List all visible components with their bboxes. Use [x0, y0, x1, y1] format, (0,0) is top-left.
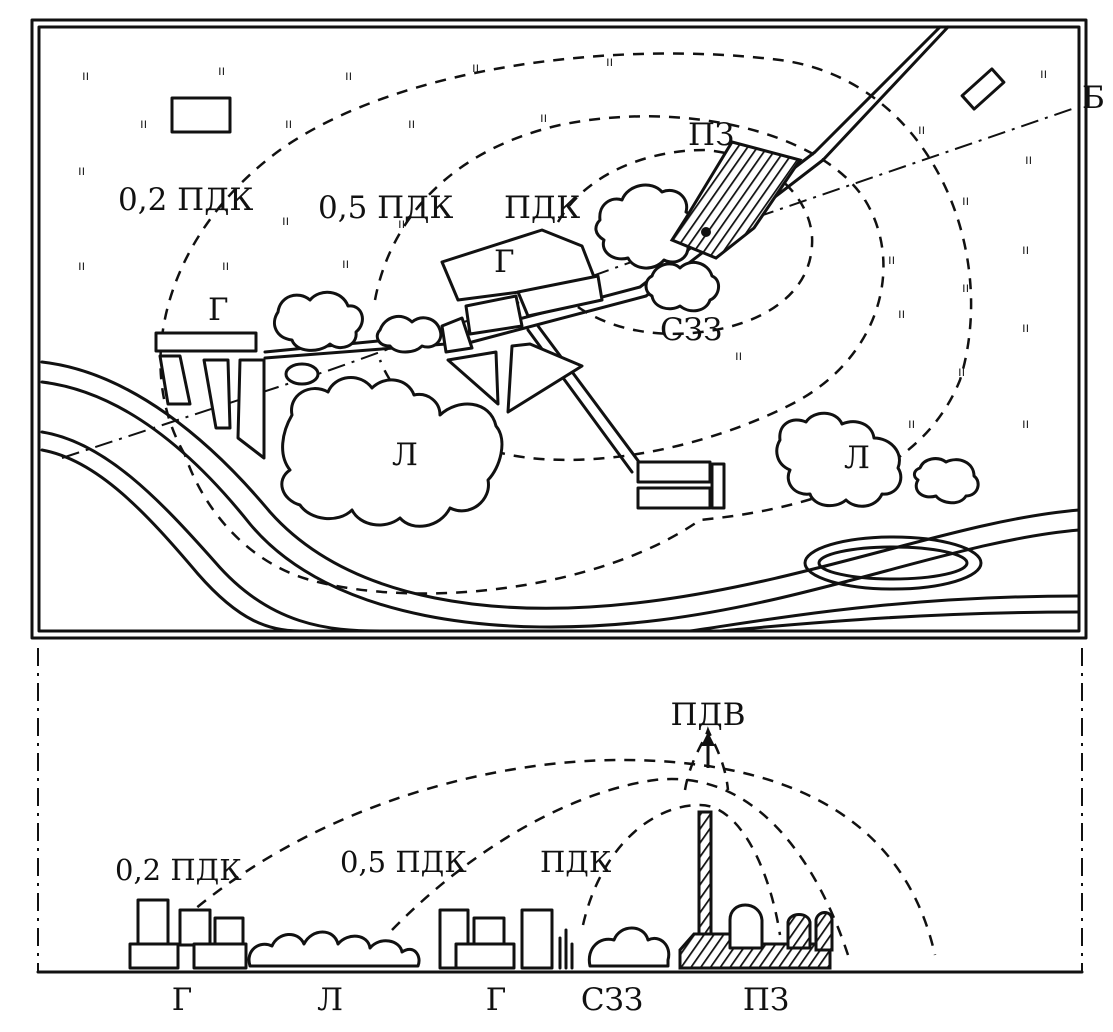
building-northeast: [960, 67, 1006, 111]
svg-text:ıı: ıı: [140, 117, 147, 132]
industrial-plant: [669, 140, 803, 260]
profile-label-02-pdk: 0,2 ПДК: [115, 853, 242, 887]
svg-text:ıı: ıı: [958, 365, 965, 380]
isoline-pdk: [556, 148, 814, 336]
profile-city-west: [128, 898, 248, 970]
plan-label-pz: ПЗ: [688, 117, 734, 153]
isoline-02-pdk: [159, 52, 973, 595]
plant-tower: [814, 911, 834, 952]
svg-text:ıı: ıı: [222, 259, 229, 274]
profile-bottom-label-city-center: Г: [486, 982, 507, 1018]
svg-text:ıı: ıı: [472, 61, 479, 76]
plan-frame-inner: [37, 25, 1081, 633]
svg-text:ıı: ıı: [1022, 243, 1029, 258]
meadow-marks: ıı ıı ıı ıı ıı ıı ıı ıı ıı ıı ıı ıı ıı ı…: [78, 55, 1047, 432]
profile-bottom-label-pz: ПЗ: [743, 982, 789, 1018]
plan-frame-outer: [30, 18, 1088, 640]
svg-text:ıı: ıı: [218, 64, 225, 79]
svg-text:ıı: ıı: [962, 281, 969, 296]
forest-east: [775, 411, 980, 508]
section-line: [61, 107, 1076, 459]
svg-text:ıı: ıı: [1022, 321, 1029, 336]
section-mark: Б: [1082, 80, 1105, 116]
profile-label-pdv: ПДВ: [670, 697, 745, 733]
building-northwest: [170, 96, 232, 134]
profile-bottom-label-city-west: Г: [172, 982, 193, 1018]
profile-label-05-pdk: 0,5 ПДК: [340, 845, 467, 879]
plan-view: ıı ıı ıı ıı ıı ıı ıı ıı ıı ıı ıı ıı ıı ı…: [30, 18, 1105, 640]
svg-text:ıı: ıı: [282, 214, 289, 229]
plan-label-szz: СЗЗ: [660, 312, 722, 348]
svg-text:ıı: ıı: [398, 217, 405, 232]
plan-label-02-pdk: 0,2 ПДК: [118, 182, 253, 218]
plant-dome: [728, 903, 764, 950]
svg-text:ıı: ıı: [735, 349, 742, 364]
forest-plant: [594, 183, 720, 313]
profile-isoline-pdk: [581, 803, 782, 936]
svg-text:ıı: ıı: [342, 257, 349, 272]
emission-arrow-head: [701, 732, 715, 746]
svg-text:ıı: ıı: [408, 117, 415, 132]
plan-label-forest-east: Л: [844, 440, 870, 476]
profile-city-center: [438, 908, 554, 970]
svg-text:ıı: ıı: [1040, 67, 1047, 82]
profile-view: ПДВ 0,2 ПДК 0,5 ПДК ПДК Г Л Г СЗЗ ПЗ: [36, 648, 1084, 1018]
plan-label-forest-west: Л: [392, 437, 418, 473]
svg-text:ıı: ıı: [78, 164, 85, 179]
svg-text:ıı: ıı: [1022, 417, 1029, 432]
emission-source-dot: [701, 227, 711, 237]
profile-label-pdk: ПДК: [540, 845, 612, 879]
plan-label-05-pdk: 0,5 ПДК: [318, 190, 453, 226]
chimney: [697, 810, 713, 952]
svg-text:ıı: ıı: [962, 194, 969, 209]
svg-text:ıı: ıı: [908, 417, 915, 432]
svg-text:ıı: ıı: [898, 307, 905, 322]
svg-text:ıı: ıı: [1025, 153, 1032, 168]
svg-text:ıı: ıı: [888, 253, 895, 268]
svg-text:ıı: ıı: [540, 111, 547, 126]
river-island-inner: [817, 545, 969, 581]
forest-west: [280, 376, 504, 528]
city-west: [154, 331, 320, 460]
profile-plume-core: [683, 726, 730, 791]
city-center: [440, 228, 726, 510]
river-island-outer: [803, 535, 983, 591]
profile-isoline-05-pdk: [391, 777, 850, 956]
profile-isoline-02-pdk: [181, 758, 937, 956]
svg-text:ıı: ıı: [606, 55, 613, 70]
isoline-05-pdk: [373, 115, 885, 462]
plan-label-city-west: Г: [208, 292, 229, 328]
forest-west-small: [273, 290, 443, 354]
plant-tank: [786, 913, 812, 950]
svg-text:ıı: ıı: [345, 69, 352, 84]
profile-bottom-label-forest: Л: [317, 982, 343, 1018]
profile-bottom-label-szz: СЗЗ: [581, 982, 643, 1018]
profile-forest-west: [247, 930, 421, 968]
svg-text:ıı: ıı: [78, 259, 85, 274]
svg-text:ıı: ıı: [82, 69, 89, 84]
svg-text:ıı: ıı: [285, 117, 292, 132]
plan-label-city-center: Г: [494, 244, 515, 280]
profile-szz-trees: [558, 926, 671, 970]
plan-label-pdk: ПДК: [504, 190, 580, 226]
svg-text:ıı: ıı: [918, 123, 925, 138]
